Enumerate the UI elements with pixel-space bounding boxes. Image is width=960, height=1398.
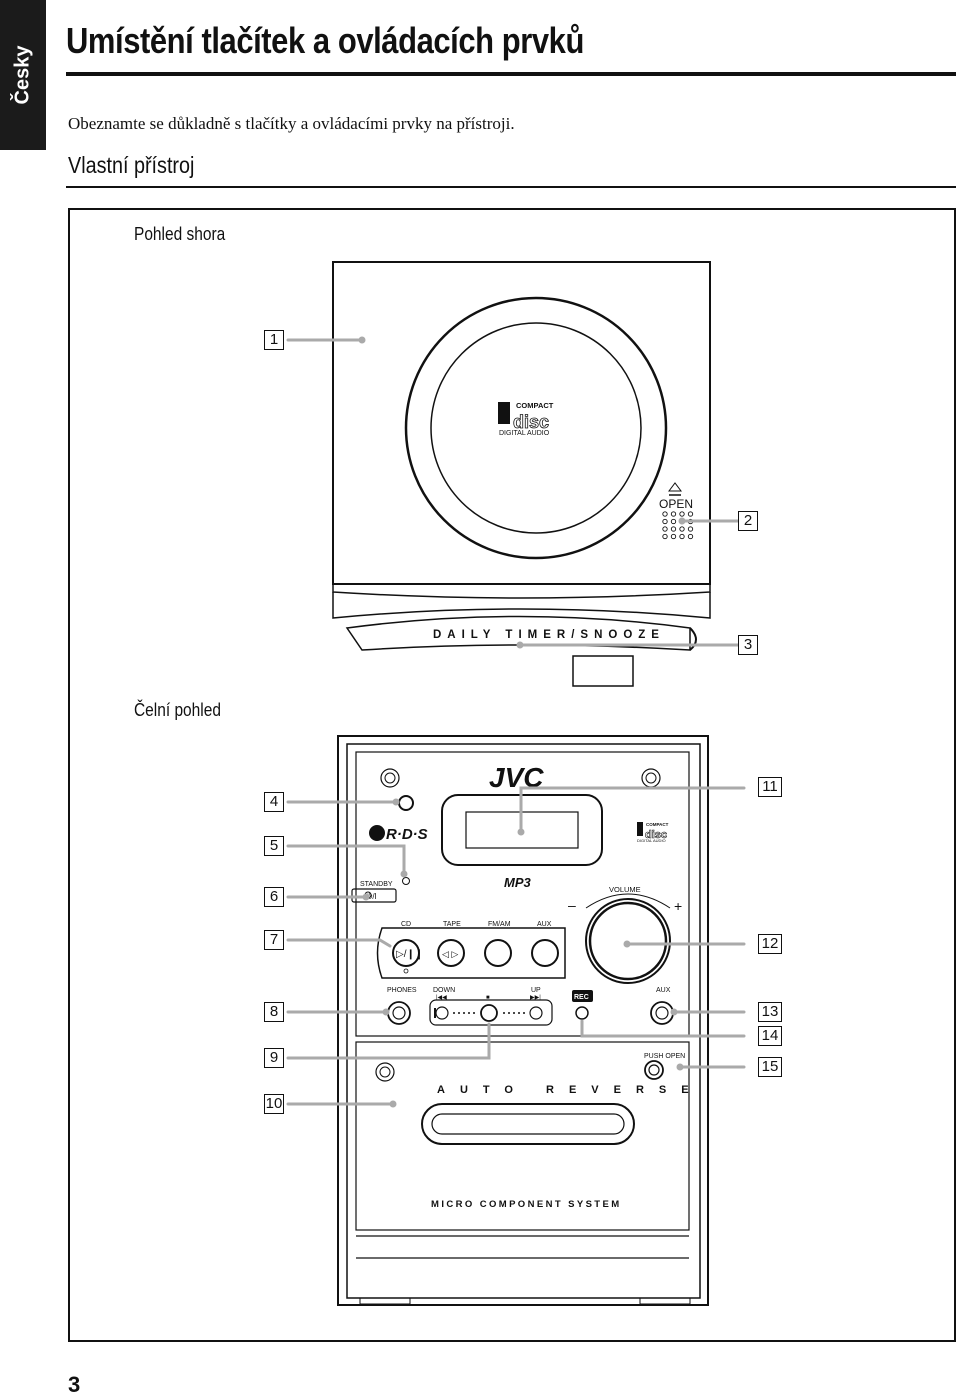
language-tab: Česky bbox=[0, 0, 46, 150]
callout-15: 15 bbox=[758, 1057, 782, 1077]
front-view-label: Čelní pohled bbox=[134, 700, 221, 720]
page-title: Umístění tlačítek a ovládacích prvků bbox=[66, 20, 584, 61]
page-number: 3 bbox=[68, 1372, 81, 1397]
callout-8: 8 bbox=[264, 1002, 284, 1022]
language-tab-label: Česky bbox=[11, 45, 34, 105]
callout-11: 11 bbox=[758, 777, 782, 797]
callout-14: 14 bbox=[758, 1026, 782, 1046]
title-rule bbox=[66, 72, 956, 76]
callout-12: 12 bbox=[758, 934, 782, 954]
callout-3: 3 bbox=[738, 635, 758, 655]
callout-4: 4 bbox=[264, 792, 284, 812]
illustration-frame bbox=[68, 208, 956, 1342]
section-rule bbox=[66, 186, 956, 188]
callout-9: 9 bbox=[264, 1048, 284, 1068]
callout-13: 13 bbox=[758, 1002, 782, 1022]
intro-text: Obeznamte se důkladně s tlačítky a ovlád… bbox=[68, 114, 515, 133]
callout-1: 1 bbox=[264, 330, 284, 350]
callout-6: 6 bbox=[264, 887, 284, 907]
callout-10: 10 bbox=[264, 1094, 284, 1114]
section-title: Vlastní přístroj bbox=[68, 152, 195, 178]
callout-2: 2 bbox=[738, 511, 758, 531]
callout-5: 5 bbox=[264, 836, 284, 856]
callout-7: 7 bbox=[264, 930, 284, 950]
top-view-label: Pohled shora bbox=[134, 224, 226, 244]
